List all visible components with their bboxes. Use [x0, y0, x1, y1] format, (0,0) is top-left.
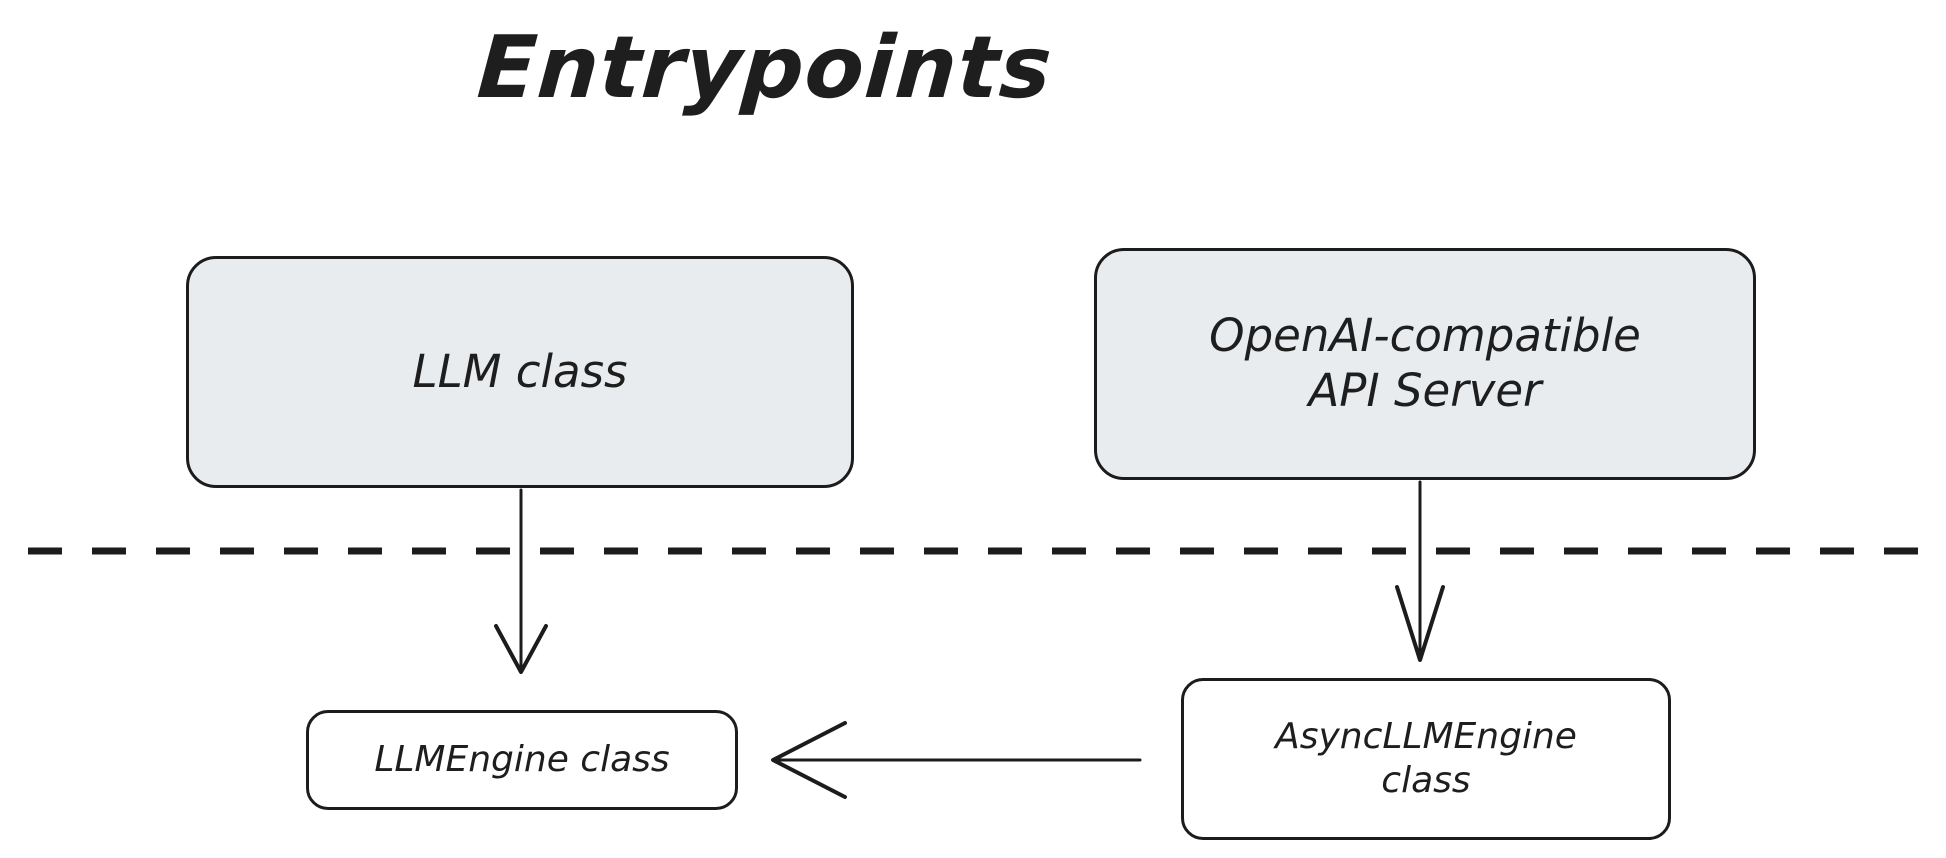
node-openai-compatible-api-server[interactable]: OpenAI-compatible API Server [1094, 248, 1756, 480]
edge-server-to-asyncengine-arrowhead [1395, 585, 1445, 662]
node-llmengine-class[interactable]: LLMEngine class [306, 710, 738, 810]
edge-llm-to-llmengine-arrowhead [494, 624, 548, 674]
node-asyncllmengine-class[interactable]: AsyncLLMEngine class [1181, 678, 1671, 840]
edge-asyncengine-to-llmengine-arrowhead [771, 721, 847, 799]
node-llm-class[interactable]: LLM class [186, 256, 854, 488]
page-title: Entrypoints [474, 18, 1056, 118]
